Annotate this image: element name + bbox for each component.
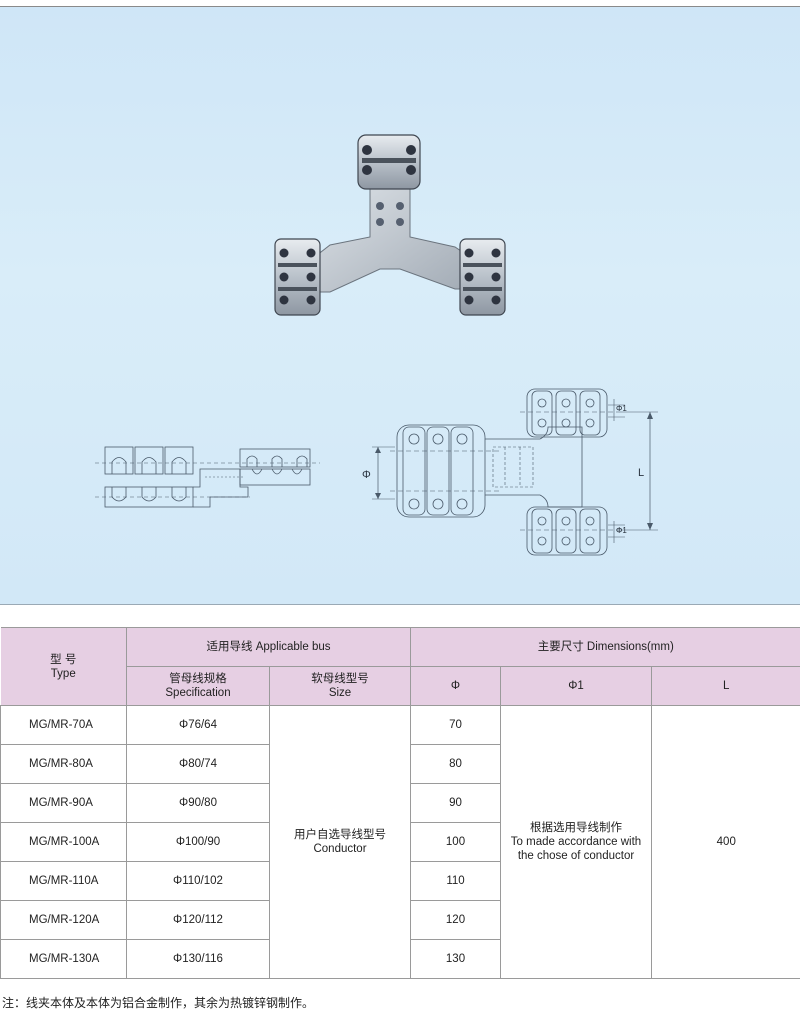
l-cell: 400 xyxy=(651,705,800,979)
footnote: 注：线夹本体及本体为铝合金制作，其余为热镀锌钢制作。 xyxy=(2,996,315,1010)
phi-cell: 130 xyxy=(410,939,501,979)
l-header: L xyxy=(651,666,800,706)
table-row: MG/MR-130A Φ130/116 130 xyxy=(0,939,800,979)
spec-cell: Φ76/64 xyxy=(126,705,270,745)
table-row: MG/MR-110A Φ110/102 110 xyxy=(0,861,800,901)
product-illustration-panel: Φ Φ1 Φ1 L xyxy=(0,7,800,605)
spec-cell: Φ120/112 xyxy=(126,900,270,940)
dimensions-header: 主要尺寸 Dimensions(mm) xyxy=(410,627,800,667)
type-cell: MG/MR-100A xyxy=(0,822,127,862)
type-cell: MG/MR-80A xyxy=(0,744,127,784)
specification-header-cn: 管母线规格 xyxy=(169,673,227,685)
type-header-cn: 型 号 xyxy=(50,653,77,666)
phi-dimension-label: Φ xyxy=(362,469,371,481)
spec-cell: Φ130/116 xyxy=(126,939,270,979)
phi1-cn: 根据选用导线制作 xyxy=(530,822,622,834)
type-cell: MG/MR-120A xyxy=(0,900,127,940)
type-header: 型 号 Type xyxy=(0,627,127,706)
size-header: 软母线型号 Size xyxy=(269,666,411,706)
size-header-en: Size xyxy=(328,687,352,699)
specification-header-en: Specification xyxy=(165,687,231,699)
phi-cell: 80 xyxy=(410,744,501,784)
product-illustrations: Φ Φ1 Φ1 L xyxy=(95,134,658,556)
phi-cell: 110 xyxy=(410,861,501,901)
phi-cell: 70 xyxy=(410,705,501,745)
phi1-dimension-label-top: Φ1 xyxy=(616,404,627,413)
type-cell: MG/MR-90A xyxy=(0,783,127,823)
spec-table: 型 号 Type 适用导线 Applicable bus 主要尺寸 Dimens… xyxy=(0,627,800,979)
phi1-cell: 根据选用导线制作 To made accordance with the cho… xyxy=(500,705,652,979)
size-header-cn: 软母线型号 xyxy=(311,673,369,685)
spec-cell: Φ100/90 xyxy=(126,822,270,862)
top-rule xyxy=(0,6,800,7)
table-row: MG/MR-120A Φ120/112 120 xyxy=(0,900,800,940)
type-header-en: Type xyxy=(50,667,76,680)
clamp-photo xyxy=(274,134,506,316)
phi1-en-line2: the chose of conductor xyxy=(517,850,635,862)
conductor-en: Conductor xyxy=(313,843,367,855)
top-view-drawing xyxy=(372,388,658,556)
specification-header: 管母线规格 Specification xyxy=(126,666,270,706)
conductor-cell: 用户自选导线型号 Conductor xyxy=(269,705,411,979)
phi-cell: 90 xyxy=(410,783,501,823)
type-cell: MG/MR-110A xyxy=(0,861,127,901)
phi-cell: 120 xyxy=(410,900,501,940)
table-row: MG/MR-80A Φ80/74 80 xyxy=(0,744,800,784)
phi-header: Φ xyxy=(410,666,501,706)
l-dimension-label: L xyxy=(638,467,644,479)
table-row: MG/MR-90A Φ90/80 90 xyxy=(0,783,800,823)
spec-cell: Φ90/80 xyxy=(126,783,270,823)
table-row: MG/MR-100A Φ100/90 100 xyxy=(0,822,800,862)
type-cell: MG/MR-130A xyxy=(0,939,127,979)
phi1-en-line1: To made accordance with xyxy=(510,836,642,848)
phi1-dimension-label-bottom: Φ1 xyxy=(616,526,627,535)
phi1-header: Φ1 xyxy=(500,666,652,706)
type-cell: MG/MR-70A xyxy=(0,705,127,745)
table-row: MG/MR-70A Φ76/64 用户自选导线型号 Conductor 70 根… xyxy=(0,705,800,979)
spec-cell: Φ110/102 xyxy=(126,861,270,901)
phi-cell: 100 xyxy=(410,822,501,862)
conductor-cn: 用户自选导线型号 xyxy=(294,829,386,841)
side-view-drawing xyxy=(95,446,320,508)
spec-cell: Φ80/74 xyxy=(126,744,270,784)
applicable-bus-header: 适用导线 Applicable bus xyxy=(126,627,411,667)
